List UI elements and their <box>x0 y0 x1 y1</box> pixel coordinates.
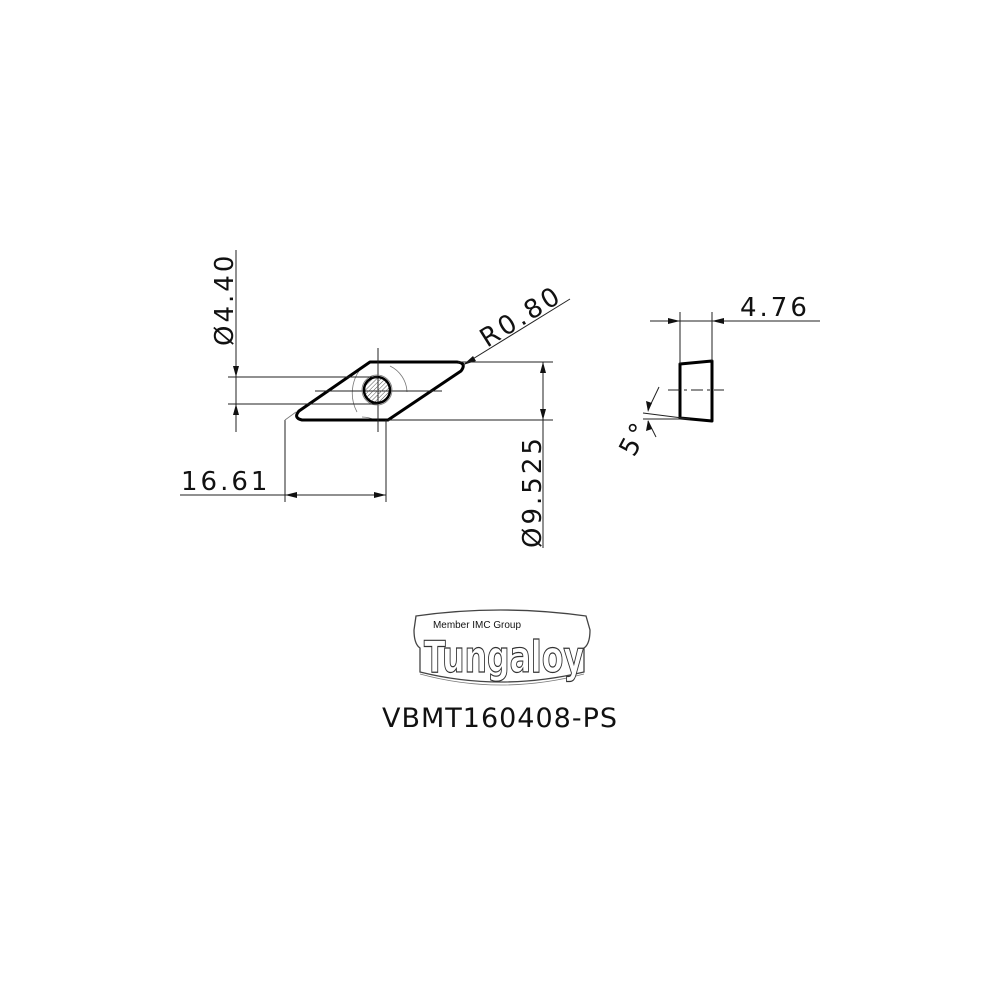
clamp-hole <box>361 374 393 406</box>
hole-circle <box>362 375 392 405</box>
inscribed-circle-label: Ø9.525 <box>518 435 548 548</box>
arrow-icon <box>712 318 724 324</box>
top-view: Ø4.40 R0.80 Ø9.525 16.61 <box>180 250 571 548</box>
hole-diameter-label: Ø4.40 <box>210 253 240 346</box>
brand-name: Tungaloy <box>424 632 584 683</box>
arrow-icon <box>463 356 476 365</box>
arrow-icon <box>668 318 680 324</box>
arrow-icon <box>233 404 239 415</box>
dimension-corner-radius: R0.80 <box>462 280 571 366</box>
arrow-icon <box>540 409 546 420</box>
dimension-hole-diameter: Ø4.40 <box>210 250 378 432</box>
brand-tagline: Member IMC Group <box>433 620 521 631</box>
arrow-icon <box>540 362 546 373</box>
logo-bottom-arc <box>419 673 585 686</box>
side-profile <box>678 359 714 423</box>
angle-line <box>642 412 691 420</box>
clearance-angle-label: 5° <box>614 416 657 461</box>
arrow-icon <box>285 492 297 498</box>
arrow-icon <box>646 401 652 412</box>
hole-chamfer <box>361 374 393 406</box>
corner-radius-label: R0.80 <box>475 280 568 354</box>
arrow-icon <box>233 366 239 377</box>
thickness-label: 4.76 <box>740 293 810 323</box>
tungaloy-logo: Tungaloy Member IMC Group <box>413 609 591 686</box>
construction-arc-right <box>389 365 408 393</box>
part-number: VBMT160408-PS <box>381 703 618 734</box>
edge-length-label: 16.61 <box>181 467 270 497</box>
side-view: 4.76 5° <box>614 293 820 461</box>
dimension-thickness: 4.76 <box>650 293 820 364</box>
extension-tip <box>284 411 297 421</box>
leader-line <box>462 298 571 366</box>
tagline-bg <box>432 618 522 630</box>
dimension-edge-length: 16.61 <box>180 411 387 502</box>
dimension-inscribed-circle: Ø9.525 <box>388 361 553 548</box>
arrow-icon <box>374 492 386 498</box>
arrow-icon <box>646 420 652 431</box>
